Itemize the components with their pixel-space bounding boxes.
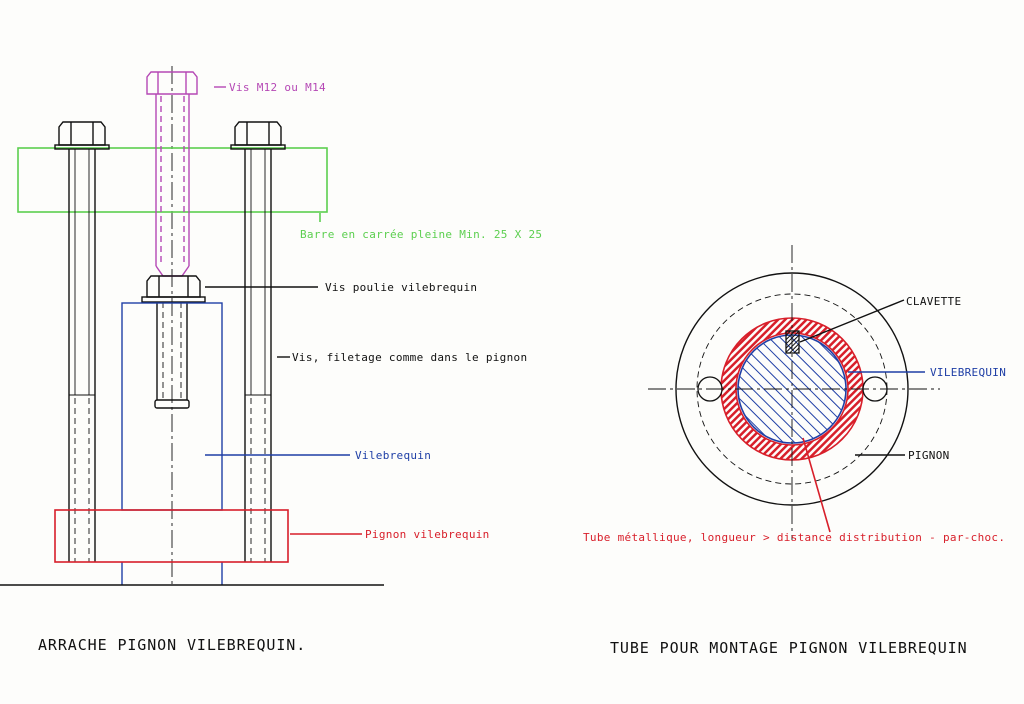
gear-label: Pignon vilebrequin: [365, 528, 490, 541]
key-label: CLAVETTE: [906, 295, 961, 308]
left-nut: [54, 121, 110, 150]
tube-leader: [802, 437, 831, 533]
gear-outer-circle: [675, 272, 909, 506]
bolt-label: Vis M12 ou M14: [229, 81, 326, 94]
threaded-rod-label: Vis, filetage comme dans le pignon: [292, 351, 527, 364]
right-threaded-rod: [244, 149, 272, 562]
puller-assembly: Vis M12 ou M14 Barre en carrée pleine Mi…: [0, 66, 542, 654]
pressure-bolt: [146, 71, 198, 277]
crankshaft-label: Vilebrequin: [355, 449, 431, 462]
puller-caption: ARRACHE PIGNON VILEBREQUIN.: [38, 636, 306, 654]
tube-caption: TUBE POUR MONTAGE PIGNON VILEBREQUIN: [610, 639, 968, 657]
crankshaft-section-label: VILEBREQUIN: [930, 366, 1006, 379]
bar-label: Barre en carrée pleine Min. 25 X 25: [300, 228, 542, 241]
pulley-screw: [141, 275, 206, 409]
right-nut: [230, 121, 286, 150]
gear-section-label: PIGNON: [908, 449, 950, 462]
tube-label: Tube métallique, longueur > distance dis…: [583, 531, 1005, 544]
crankshaft-gear: [54, 509, 289, 563]
key-leader: [799, 299, 905, 343]
square-bar: [17, 147, 328, 213]
key: [785, 330, 800, 354]
tube-section: CLAVETTE VILEBREQUIN PIGNON Tube métalli…: [583, 245, 1006, 657]
pulley-screw-label: Vis poulie vilebrequin: [325, 281, 477, 294]
left-threaded-rod: [68, 149, 96, 562]
